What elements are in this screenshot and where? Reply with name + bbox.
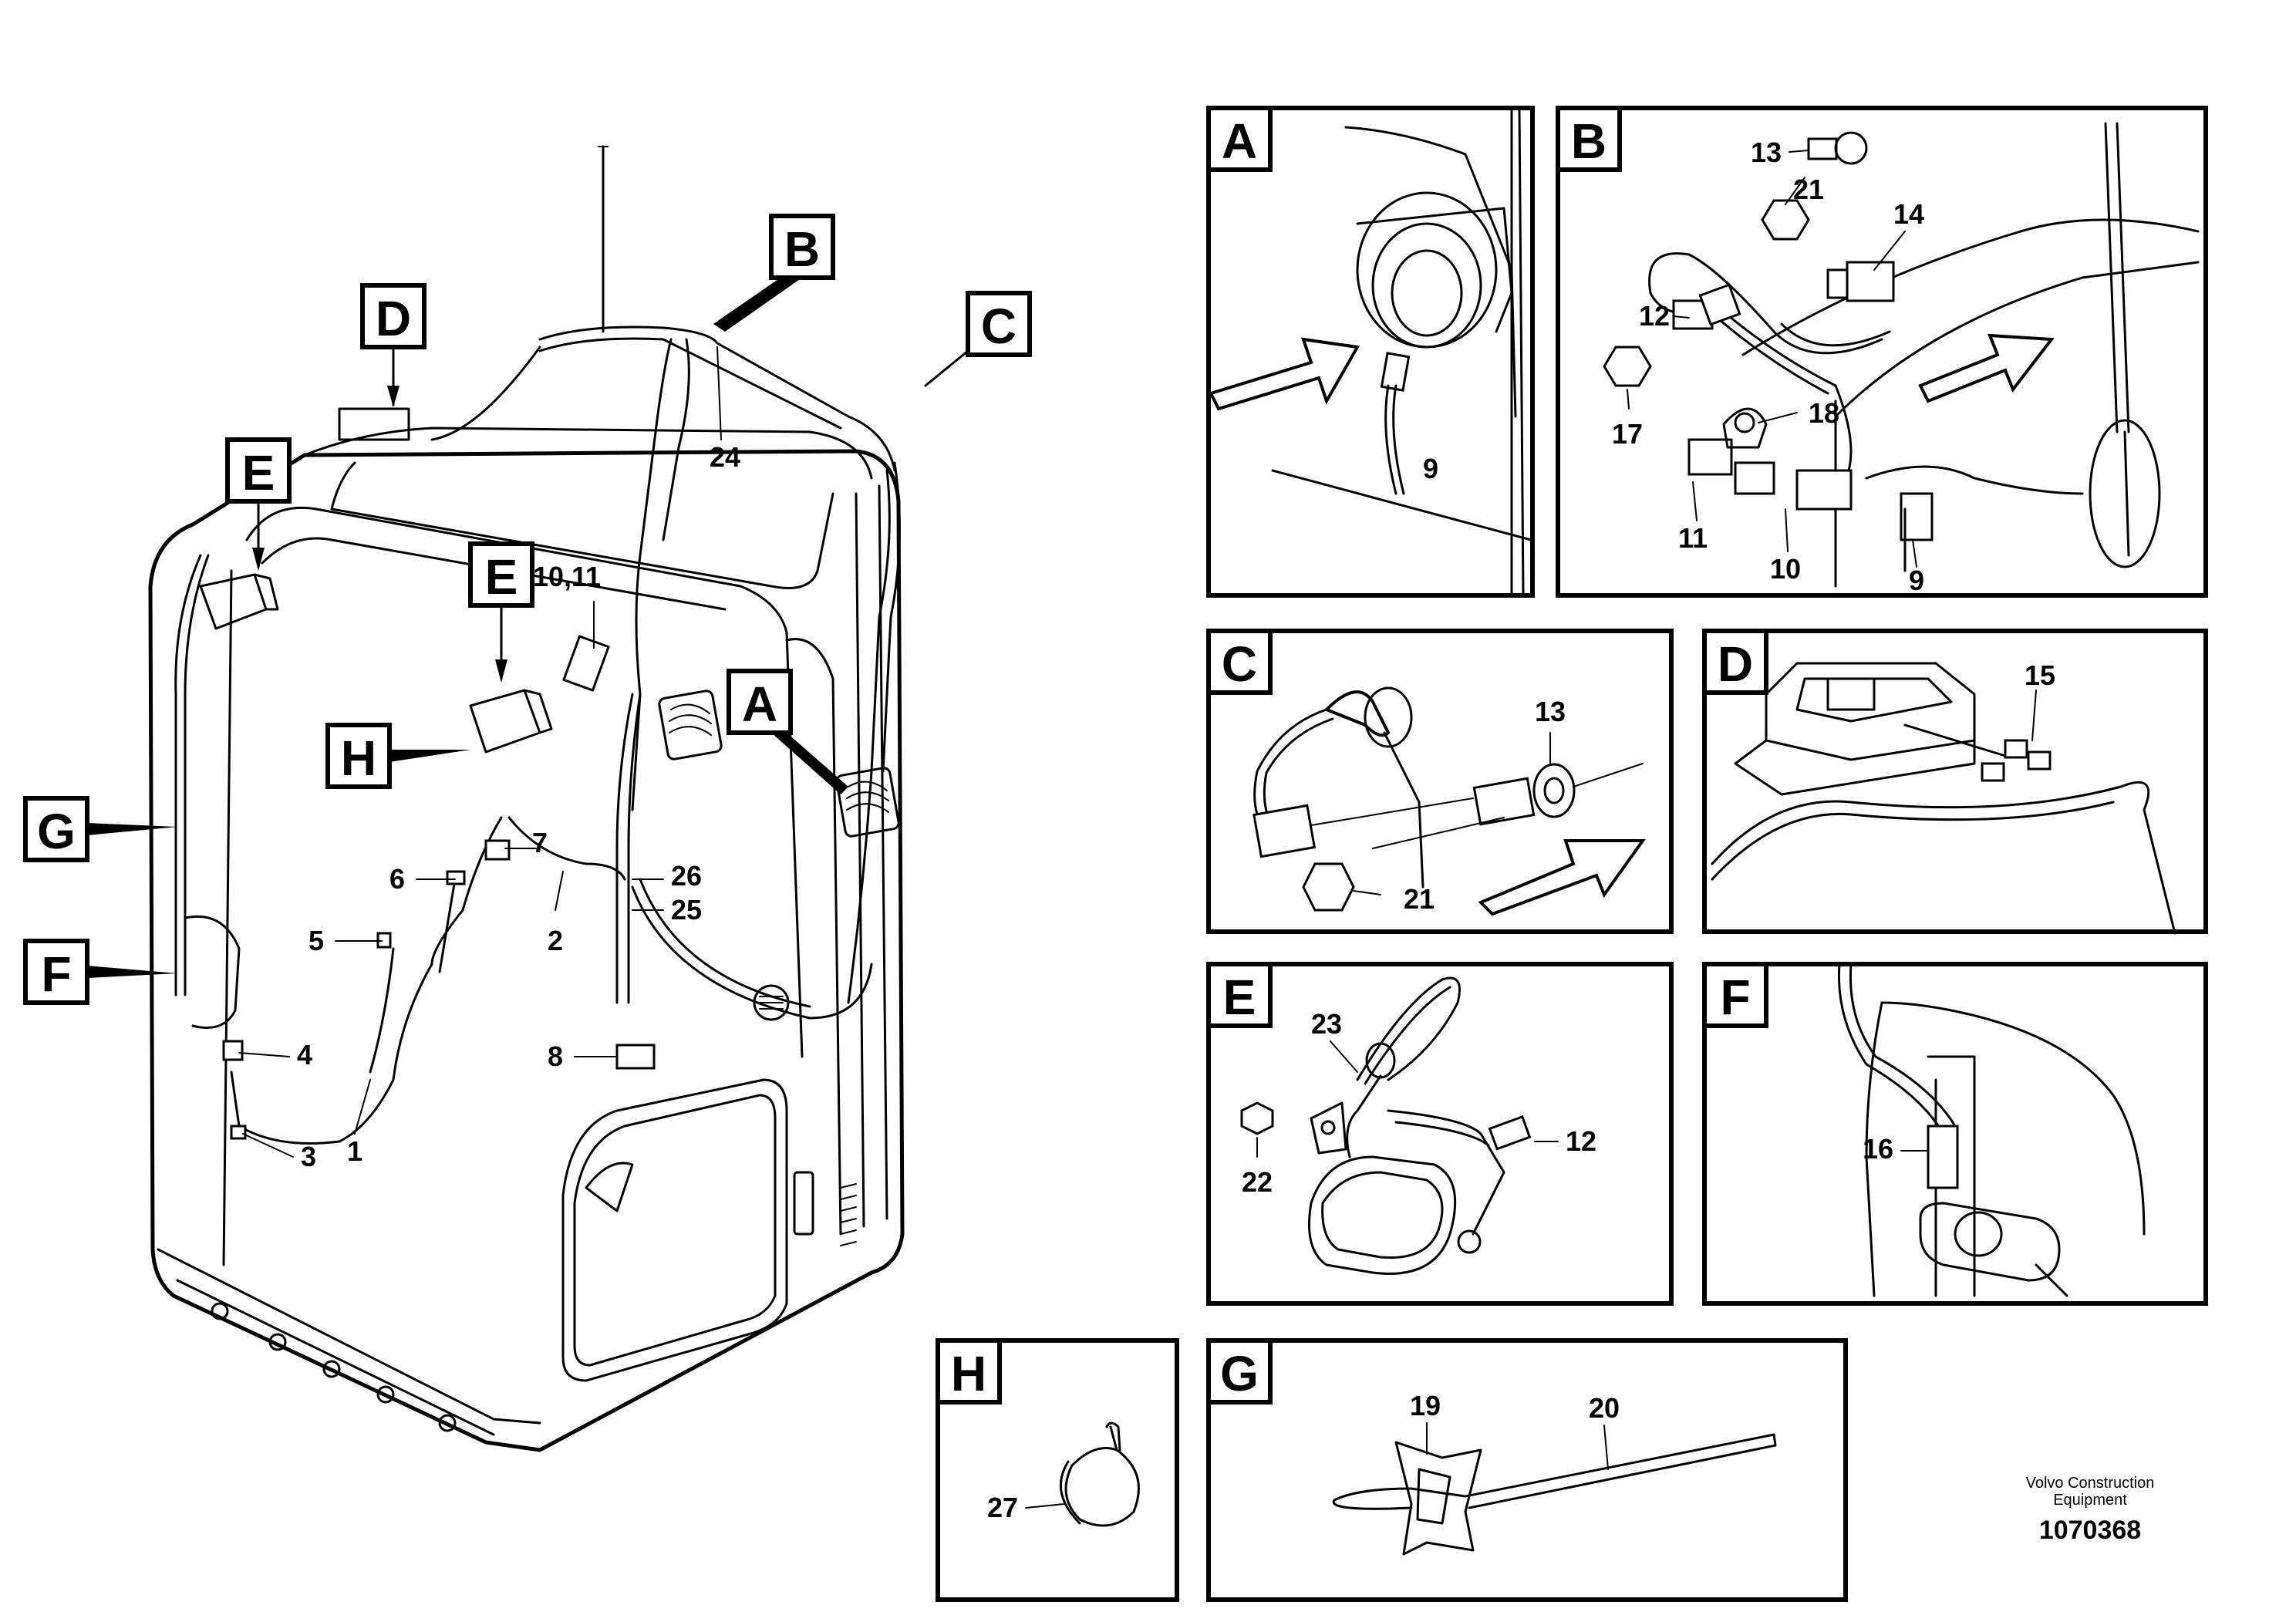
detail-G-callout-19: 19 <box>1410 1390 1441 1421</box>
callout-8: 8 <box>548 1040 563 1072</box>
manufacturer-line-2: Equipment <box>2053 1492 2127 1509</box>
main-label-H: H <box>325 723 470 789</box>
callout-10-11: 10,11 <box>533 561 601 592</box>
callout-6: 6 <box>389 863 405 895</box>
callout-3: 3 <box>301 1141 316 1172</box>
detail-C: C 13 21 <box>1206 629 1674 934</box>
detail-B-callout-10: 10 <box>1770 553 1801 585</box>
cab-illustration <box>148 145 905 1452</box>
work-light-center <box>469 689 553 754</box>
main-label-C: C <box>924 291 1032 387</box>
detail-B-callout-11: 11 <box>1678 522 1708 554</box>
callout-2: 2 <box>548 925 563 956</box>
svg-text:D: D <box>1718 636 1753 692</box>
detail-A-callout-9: 9 <box>1423 453 1438 484</box>
main-label-G: G <box>23 796 177 862</box>
detail-C-callout-13: 13 <box>1535 696 1566 727</box>
detail-B: B <box>1556 106 2208 598</box>
callout-24: 24 <box>710 441 740 473</box>
svg-text:F: F <box>41 946 71 1002</box>
svg-text:E: E <box>242 445 275 501</box>
detail-G: G 19 20 <box>1206 1338 1848 1602</box>
detail-F-callout-16: 16 <box>1863 1133 1893 1165</box>
detail-E-callout-23: 23 <box>1311 1008 1342 1040</box>
main-label-A: A <box>727 669 848 794</box>
svg-text:G: G <box>1220 1346 1259 1401</box>
detail-H-callout-27: 27 <box>987 1492 1018 1523</box>
detail-B-callout-12: 12 <box>1639 300 1670 332</box>
svg-text:G: G <box>37 804 76 859</box>
svg-text:E: E <box>1223 969 1256 1025</box>
detail-B-callout-13: 13 <box>1751 137 1782 168</box>
manufacturer-caption: Volvo Construction Equipment <box>1974 1475 2206 1509</box>
svg-text:B: B <box>1571 113 1607 169</box>
callout-1: 1 <box>347 1135 362 1167</box>
svg-text:B: B <box>784 221 820 277</box>
main-label-D: D <box>360 283 426 407</box>
callout-5: 5 <box>308 925 324 956</box>
detail-E-callout-22: 22 <box>1242 1166 1273 1198</box>
detail-C-callout-21: 21 <box>1404 883 1435 915</box>
speaker-right <box>835 767 900 838</box>
callout-25: 25 <box>671 894 702 926</box>
work-light-left <box>199 573 279 630</box>
detail-E: E 23 22 12 <box>1206 962 1674 1306</box>
detail-B-callout-21: 21 <box>1793 174 1824 205</box>
detail-F: F 16 <box>1702 962 2208 1306</box>
svg-text:E: E <box>485 549 518 605</box>
main-label-E-left: E <box>225 437 292 571</box>
svg-text:D: D <box>376 291 411 346</box>
speaker-left <box>658 690 723 760</box>
main-label-F: F <box>23 939 177 1005</box>
detail-B-callout-17: 17 <box>1612 418 1643 450</box>
svg-text:A: A <box>742 676 777 732</box>
detail-B-callout-14: 14 <box>1893 198 1924 230</box>
drawing-number: 1070368 <box>2038 1516 2142 1545</box>
detail-H: H 27 <box>936 1338 1179 1602</box>
detail-G-callout-20: 20 <box>1589 1392 1620 1424</box>
svg-text:C: C <box>981 298 1017 354</box>
svg-text:H: H <box>951 1346 986 1401</box>
svg-text:F: F <box>1720 969 1750 1025</box>
callout-7: 7 <box>532 827 548 858</box>
detail-E-callout-12: 12 <box>1566 1125 1596 1157</box>
detail-B-callout-9: 9 <box>1909 565 1924 596</box>
detail-B-callout-18: 18 <box>1809 397 1839 429</box>
detail-D: D 15 <box>1702 629 2208 935</box>
detail-A: A 9 <box>1206 106 1535 598</box>
manufacturer-line-1: Volvo Construction <box>2025 1475 2155 1492</box>
svg-text:H: H <box>341 730 376 786</box>
svg-text:A: A <box>1222 113 1257 169</box>
callout-26: 26 <box>671 860 702 892</box>
detail-D-callout-15: 15 <box>2025 659 2055 691</box>
main-label-B: B <box>713 214 835 332</box>
main-label-E-center: E <box>468 541 534 683</box>
svg-text:C: C <box>1222 636 1257 692</box>
callout-4: 4 <box>297 1039 312 1071</box>
